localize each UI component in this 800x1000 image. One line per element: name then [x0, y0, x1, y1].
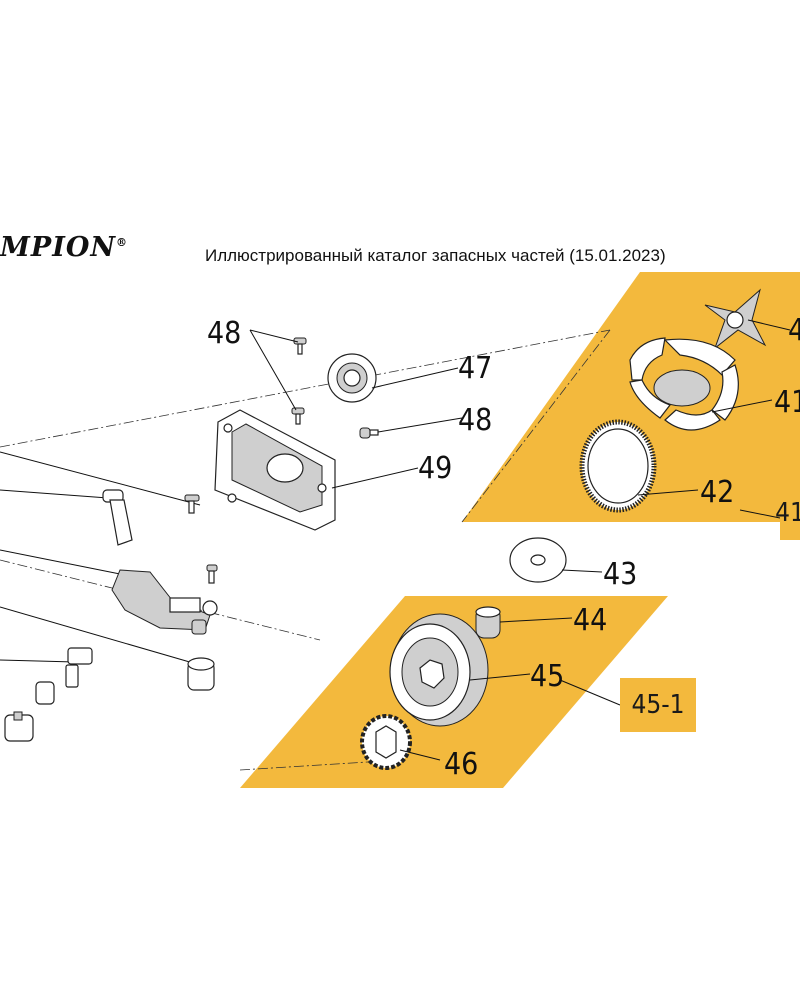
leader-line: [711, 399, 773, 413]
callout-47: 47: [458, 351, 492, 386]
callout-44: 44: [573, 603, 607, 638]
leader-line: [331, 467, 419, 489]
clutch-spider-part-40: [704, 288, 767, 350]
clutch-panel: [462, 272, 800, 522]
leader-line: [377, 417, 463, 433]
leader-line: [399, 749, 441, 761]
leader-line: [0, 606, 201, 666]
leader-line: [739, 509, 781, 519]
catalog-title: Иллюстрированный каталог запасных частей…: [205, 246, 666, 265]
leader-line: [249, 329, 297, 411]
callout-49: 49: [418, 451, 452, 486]
washer-part-47: [327, 353, 377, 403]
leader-line: [249, 329, 299, 343]
leader-line: [747, 319, 791, 331]
cover-part-49: [214, 409, 336, 531]
clutch-drum-part-45: [389, 613, 489, 727]
callout-41: 41: [774, 385, 800, 420]
leader-line: [499, 617, 573, 623]
callout-40: 4: [788, 313, 800, 348]
callout-43: 43: [603, 557, 637, 592]
leader-line: [0, 549, 126, 576]
assembly-label-45-1: 45-1: [620, 678, 696, 732]
clutch-shoes-part-41: [629, 337, 739, 431]
brand-logo: MPION®: [0, 232, 129, 263]
leader-line: [469, 673, 531, 681]
center-line: [461, 329, 611, 523]
leader-line: [0, 489, 109, 499]
callout-46: 46: [444, 747, 478, 782]
spring-ring-part-42: [579, 419, 657, 513]
callout-48: 48: [458, 403, 492, 438]
callout-42: 42: [700, 475, 734, 510]
leader-line: [559, 679, 621, 706]
callout-45: 45: [530, 659, 564, 694]
leader-line: [0, 451, 201, 506]
leader-line: [371, 367, 459, 389]
center-line: [0, 329, 611, 448]
callout-48: 48: [207, 316, 241, 351]
washer-part-43: [509, 537, 567, 583]
leader-line: [0, 659, 76, 663]
leader-line: [561, 569, 603, 573]
leader-line: [637, 489, 699, 496]
assembly-label-41: 41: [775, 486, 800, 540]
oil-pump-assembly: [4, 489, 218, 742]
needle-bearing-part-44: [475, 606, 501, 639]
rim-sprocket-part-46: [360, 714, 412, 770]
screw-part-48: [291, 337, 379, 439]
